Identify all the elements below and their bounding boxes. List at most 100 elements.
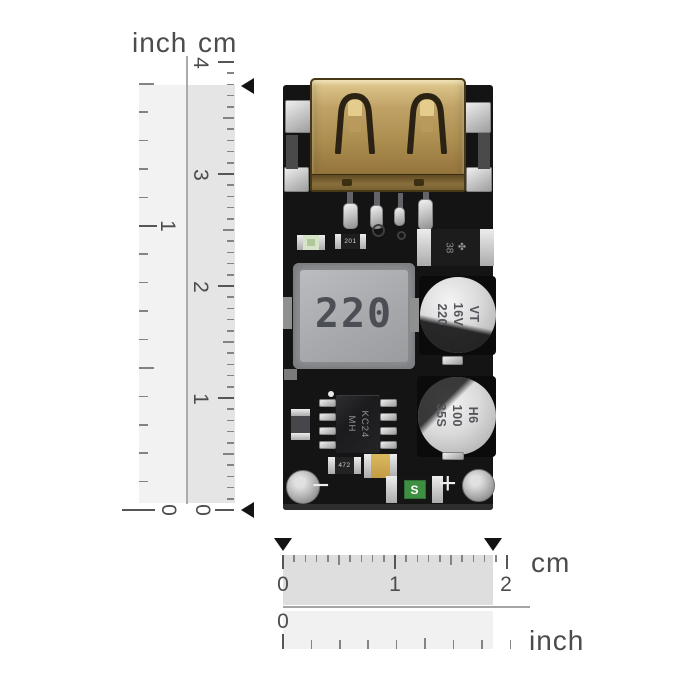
ic-pin [319,427,336,435]
smd-resistor: 472 [328,457,361,474]
ruler-tick [227,475,234,478]
diode-logo-icon: ✤ [456,241,468,253]
smd-led [297,235,325,250]
ruler-tick [439,555,441,562]
ruler-tick [483,555,486,562]
ruler-tick [223,229,234,231]
pad [410,298,419,332]
ruler-tick [139,224,157,227]
ruler-tick [481,640,483,649]
ruler-tick [139,196,148,199]
ruler-tick [227,206,234,209]
vertical-cm-band [188,85,235,503]
resistor-marking: 472 [338,462,351,469]
usb-pin [398,193,403,208]
board-right-marker-icon [484,538,502,551]
v-cm-number-4: 4 [189,57,212,69]
ruler-tick [139,281,148,284]
solder-joint [394,207,405,226]
vertical-inch-label: inch [132,27,188,58]
ruler-tick [227,430,234,433]
ruler-tick [360,555,363,562]
ruler-tick [218,284,234,288]
ruler-tick [122,508,155,512]
ruler-tick [424,638,426,649]
ic-pin [380,413,397,421]
positive-terminal-label: + [439,467,457,500]
capacitor-shadow [418,377,496,455]
pcb-board: 201 38 ✤ 220 220 [283,78,496,510]
usb-port [310,78,466,192]
horizontal-ruler-divider [283,606,530,608]
inductor-marking: 220 [314,291,394,338]
ruler-tick [395,640,398,649]
ruler-tick [227,374,234,377]
ruler-tick [227,442,234,444]
ic-pin [380,441,397,449]
usb-contact-icon [407,92,447,154]
ruler-tick [227,218,234,220]
ruler-tick [227,318,234,321]
board-left-marker-icon [274,538,292,551]
ruler-tick [139,168,148,170]
ruler-tick [338,555,340,565]
usb-solder-tab [285,100,311,133]
capacitor-tab [442,356,463,365]
inductor-face [300,270,408,362]
horizontal-cm-band [283,555,493,605]
ruler-tick [227,240,234,242]
ruler-tick [427,555,430,562]
ruler-tick [472,555,475,562]
h-cm-number-0: 0 [277,573,289,596]
ruler-tick [227,408,234,410]
negative-terminal-label: − [312,469,330,502]
ruler-tick [227,195,234,198]
ruler-tick [218,60,234,64]
ruler-tick [461,555,463,562]
ruler-tick [450,555,452,565]
fuse-window: S [403,480,426,499]
usb-solder-tab [463,102,491,133]
ruler-tick [223,117,234,119]
ruler-tick [227,150,234,153]
ruler-tick [227,162,234,164]
ruler-tick [215,508,234,512]
ruler-tick [405,555,407,562]
solder-joint [418,199,433,230]
ruler-tick [139,310,148,312]
ruler-tick [327,555,329,562]
edge-pad [283,297,292,329]
vertical-inch-band [139,85,187,503]
ruler-tick [304,555,307,562]
ruler-tick [218,172,234,176]
capacitor-small: 35S 100 H6 [418,377,496,455]
v-cm-number-1: 1 [189,393,212,405]
power-inductor: 220 [293,263,415,369]
resistor-marking: 201 [344,238,357,245]
horizontal-inch-label: inch [529,625,585,656]
ruler-tick [227,274,234,276]
ic-pin [319,413,336,421]
ruler-tick [227,184,234,186]
v-cm-number-2: 2 [189,281,212,293]
usb-shell-leg [286,135,298,169]
ruler-tick [349,555,351,562]
ruler-tick [281,555,285,569]
ruler-tick [227,363,234,366]
ruler-tick [227,486,234,489]
usb-pin [347,192,353,208]
pin1-dot [328,391,334,397]
capacitor-large: 220 16V VT [420,277,496,353]
ruler-tick [452,640,455,649]
vertical-cm-label: cm [198,27,238,58]
ic-pin [319,441,336,449]
usb-contact-icon [335,92,375,154]
ic-chip: MH KC24 [336,395,380,453]
ruler-tick [383,555,385,562]
usb-shell-leg [478,133,490,169]
ruler-tick [139,366,154,370]
capacitor-small-marking: 35S 100 H6 [434,403,480,428]
ruler-tick [139,452,148,454]
ic-pin [319,399,336,407]
